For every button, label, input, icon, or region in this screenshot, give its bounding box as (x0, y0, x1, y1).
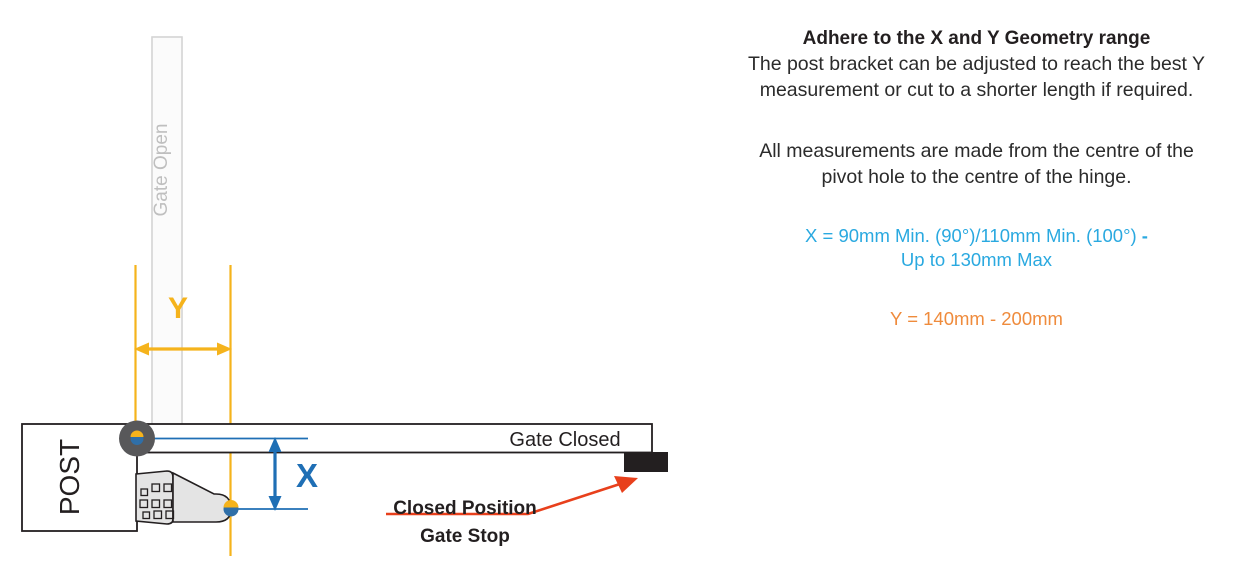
bracket-hole (142, 511, 151, 520)
gate-open-bar-group: Gate Open (151, 36, 183, 428)
hinge-pin-yellow (130, 430, 144, 437)
gate-open-bar (151, 36, 183, 428)
x-spec-dash: - (1141, 225, 1148, 246)
callout-arrow-shaft (386, 481, 624, 516)
notes-paragraph-2-line-2: pivot hole to the centre of the hinge. (821, 165, 1132, 188)
dimension-y-label: Y (168, 292, 188, 325)
notes-paragraph-1-line-2: measurement or cut to a shorter length i… (759, 78, 1194, 101)
post-box (21, 423, 138, 532)
dimension-y-arrowhead-left (134, 342, 149, 356)
gate-stop-caption: Closed Position Gate Stop (393, 498, 537, 547)
diagram-svg: Gate Open Y Gate Closed POST (21, 36, 668, 556)
bracket-hole (163, 483, 173, 493)
x-geometry-spec: X = 90mm Min. (90°)/110mm Min. (100°) - … (700, 224, 1253, 273)
bracket-hole (151, 499, 161, 509)
bracket-hole-grid (139, 483, 175, 520)
bracket-hole (153, 510, 163, 520)
post-bracket-arm (172, 471, 232, 523)
dimension-x-arrowhead-top (268, 437, 282, 452)
bracket-pivot-yellow (223, 500, 239, 508)
x-spec-line-1-text: X = 90mm Min. (90°)/110mm Min. (100°) (805, 225, 1142, 246)
dimension-y-group: Y (134, 292, 232, 356)
bracket-hole (163, 499, 173, 509)
notes-paragraph-2-line-1: All measurements are made from the centr… (759, 140, 1194, 162)
bracket-hole (165, 510, 175, 520)
bracket-hole (151, 483, 161, 493)
x-spec-line-1: X = 90mm Min. (90°)/110mm Min. (100°) - (700, 224, 1253, 248)
x-spec-line-2: Up to 130mm Max (900, 249, 1053, 271)
post-label: POST (54, 439, 85, 515)
bracket-hole (140, 488, 149, 497)
post-group: POST (21, 423, 138, 532)
gate-stop-caption-line-2: Gate Stop (420, 526, 510, 547)
callout-arrowhead (614, 476, 638, 493)
gate-closed-label: Gate Closed (509, 429, 620, 451)
gate-stop-block (624, 452, 668, 472)
dimension-x-arrowhead-bottom (268, 496, 282, 511)
dimension-y-arrowhead-right (217, 342, 232, 356)
notes-paragraph-measurement-origin: All measurements are made from the centr… (700, 139, 1253, 190)
notes-paragraph-bracket-adjustment: The post bracket can be adjusted to reac… (700, 52, 1253, 103)
gate-open-label: Gate Open (151, 124, 172, 217)
gate-geometry-diagram: Gate Open Y Gate Closed POST (21, 36, 668, 556)
gate-stop-callout-arrow (386, 476, 638, 516)
hinge-group (119, 420, 155, 457)
y-geometry-spec: Y = 140mm - 200mm (890, 308, 1063, 329)
gate-stop-caption-line-1: Closed Position (393, 498, 537, 519)
post-bracket-group (135, 470, 232, 525)
notes-panel: Adhere to the X and Y Geometry range The… (700, 0, 1253, 579)
dimension-x-group: X (268, 437, 318, 511)
notes-paragraph-1-line-1: The post bracket can be adjusted to reac… (747, 53, 1206, 75)
notes-heading: Adhere to the X and Y Geometry range (802, 28, 1151, 49)
dimension-x-label: X (296, 457, 318, 494)
bracket-pivot-group (223, 500, 239, 517)
bracket-hole (139, 499, 149, 509)
